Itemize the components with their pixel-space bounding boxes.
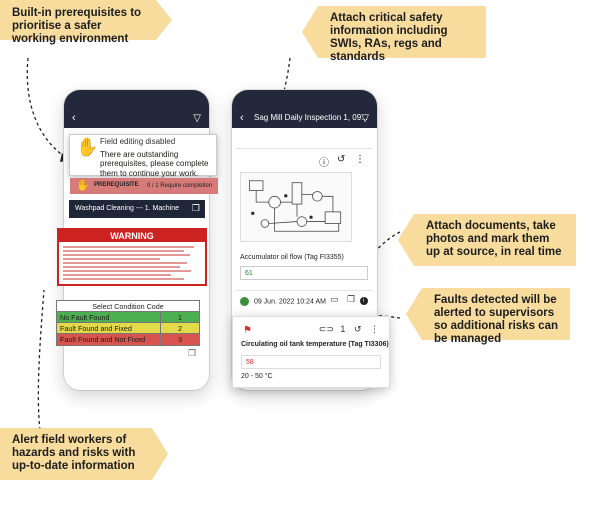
task-label: Washpad Cleaning --- 1. Machine (75, 205, 180, 212)
prerequisite-bar[interactable]: ✋ PREREQUISITE 0 / 1 Require completion (70, 178, 218, 194)
user-badge (240, 297, 249, 306)
condition-label: Fault Found and Not Fixed (57, 334, 161, 345)
meta-icons: ▭ ❐ i (330, 294, 368, 305)
divider (236, 148, 372, 149)
callout-prerequisites: Built-in prerequisites to prioritise a s… (0, 0, 172, 45)
attachment-icon[interactable]: ❐ (347, 294, 356, 304)
copy-icon[interactable]: ❐ (191, 203, 200, 213)
warning-sign: WARNING (57, 228, 207, 286)
hand-stop-icon: ✋ (76, 180, 90, 192)
warning-title: WARNING (59, 230, 205, 242)
hand-stop-icon: ✋ (76, 137, 99, 157)
circulating-oil-card: ⚑ ⊂⊃ 1 ↺ ⋮ Circulating oil tank temperat… (232, 316, 390, 388)
task-row[interactable]: Washpad Cleaning --- 1. Machine ❐ (69, 200, 205, 218)
popup-message: There are outstanding prerequisites, ple… (100, 149, 209, 178)
copy-icon[interactable]: ❐ (188, 348, 197, 358)
more-vertical-icon[interactable]: ⋮ (370, 324, 379, 334)
filter-icon[interactable]: ▽ (193, 113, 201, 124)
condition-table-header: Select Condition Code (57, 301, 199, 312)
condition-code: 1 (178, 313, 182, 322)
nav-bar: ‹ ▽ (64, 110, 209, 128)
callout-alert: Alert field workers of hazards and risks… (0, 428, 168, 480)
status-bar (232, 90, 377, 110)
back-arrow-icon[interactable]: ‹ (72, 112, 76, 124)
circulating-range: 20 - 50 °C (241, 373, 273, 380)
entry-meta: 09 Jun. 2022 10:24 AM (240, 297, 326, 306)
nav-bar: ‹ Sag Mill Daily Inspection 1, 09... ▽ (232, 110, 377, 128)
history-icon[interactable]: ↺ (337, 154, 346, 165)
circulating-value-input[interactable]: 58 (241, 355, 381, 369)
condition-row-fault-fixed[interactable]: Fault Found and Fixed 2 (57, 323, 199, 334)
leader-alert (37, 289, 45, 431)
divider (236, 290, 372, 291)
accumulator-label: Accumulator oil flow (Tag FI3355) (240, 254, 344, 261)
circulating-label: Circulating oil tank temperature (Tag TI… (241, 341, 389, 348)
warning-body (59, 242, 205, 284)
prerequisite-completion: 0 / 1 Require completion (146, 183, 212, 189)
field-editing-disabled-popup: ✋ Field editing disabled There are outst… (69, 134, 217, 178)
filter-icon[interactable]: ▽ (361, 113, 369, 124)
accumulator-value-input[interactable]: 61 (240, 266, 368, 280)
pid-diagram[interactable] (240, 172, 352, 242)
link-count: 1 (340, 324, 346, 334)
condition-label: Fault Found and Fixed (57, 323, 161, 333)
status-bar (64, 90, 209, 110)
more-vertical-icon[interactable]: ⋮ (355, 154, 365, 165)
inspection-title: Sag Mill Daily Inspection 1, 09... (254, 113, 368, 122)
comment-icon[interactable]: ▭ (330, 294, 339, 304)
callout-faults: Faults detected will be alerted to super… (406, 288, 570, 345)
prerequisite-label: PREREQUISITE (94, 182, 139, 188)
card-toolbar: ⓘ ↺ ⋮ (239, 154, 369, 169)
info-icon[interactable]: ⓘ (319, 158, 329, 169)
flag-icon[interactable]: ⚑ (243, 325, 252, 336)
callout-documents: Attach documents, take photos and mark t… (398, 214, 576, 266)
card-icons: ⊂⊃ 1 ↺ ⋮ (319, 324, 379, 335)
callout-safety-info: Attach critical safety information inclu… (302, 6, 486, 63)
condition-label: No Fault Found (57, 312, 161, 322)
condition-code-table: Select Condition Code No Fault Found 1 F… (56, 300, 200, 346)
condition-code: 3 (178, 335, 182, 344)
back-arrow-icon[interactable]: ‹ (240, 112, 244, 124)
condition-code: 2 (178, 324, 182, 333)
condition-row-fault-not-fixed[interactable]: Fault Found and Not Fixed 3 (57, 334, 199, 345)
condition-row-no-fault[interactable]: No Fault Found 1 (57, 312, 199, 323)
history-icon[interactable]: ↺ (353, 324, 362, 334)
entry-date: 09 Jun. 2022 10:24 AM (253, 298, 326, 306)
popup-title: Field editing disabled (100, 137, 176, 146)
info-icon[interactable]: i (359, 297, 368, 305)
link-icon[interactable]: ⊂⊃ (318, 324, 334, 334)
